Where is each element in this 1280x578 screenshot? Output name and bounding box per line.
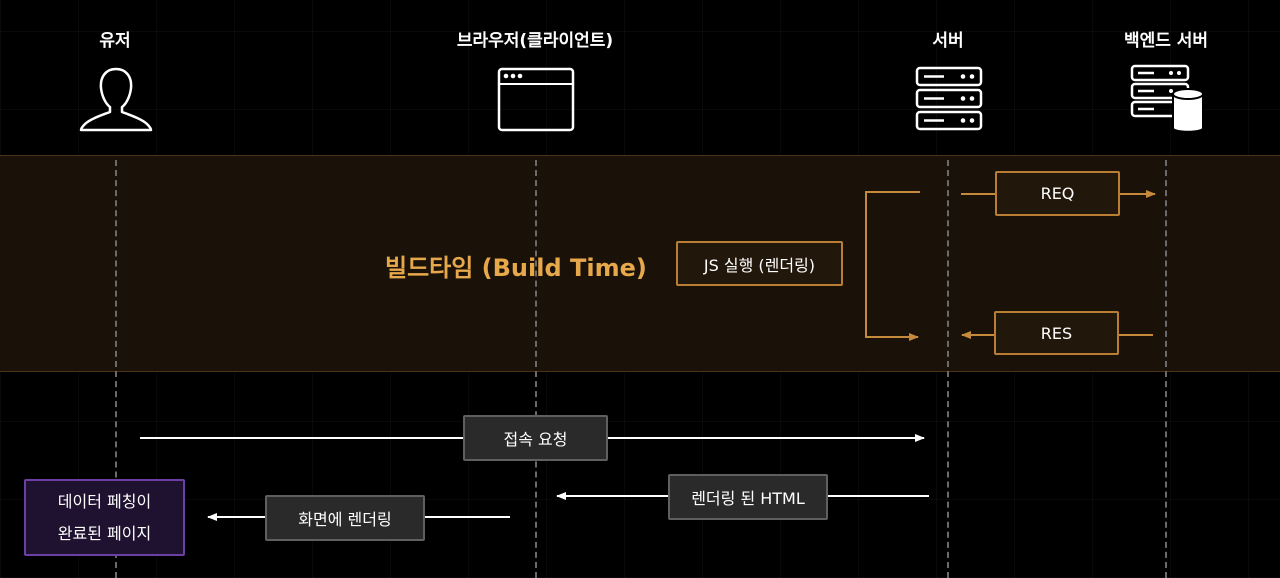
result-line-2: 완료된 페이지 — [57, 523, 152, 543]
js-exec-label: JS 실행 (렌더링) — [703, 255, 816, 275]
req-label: REQ — [1040, 184, 1075, 203]
js-bracket-arrow — [865, 191, 920, 341]
actor-label-browser: 브라우저(클라이언트) — [456, 31, 614, 51]
req-box: REQ — [995, 171, 1120, 216]
access-request-box: 접속 요청 — [463, 415, 608, 461]
result-line-1: 데이터 페칭이 — [57, 491, 152, 511]
backend-database-icon — [1130, 64, 1204, 133]
server-icon — [915, 66, 983, 131]
lifeline-backend — [1165, 160, 1167, 578]
actor-label-backend: 백엔드 서버 — [1123, 31, 1209, 51]
res-label: RES — [1040, 323, 1073, 343]
actor-label-user: 유저 — [99, 31, 131, 51]
access-request-label: 접속 요청 — [503, 430, 568, 449]
user-icon — [79, 67, 153, 132]
lifeline-user — [115, 160, 117, 578]
res-box: RES — [994, 311, 1119, 355]
rendered-html-label: 렌더링 된 HTML — [691, 489, 805, 508]
result-page-box: 데이터 페칭이 완료된 페이지 — [24, 479, 185, 556]
lifeline-browser — [535, 160, 537, 578]
browser-window-icon — [497, 67, 575, 132]
lifeline-server — [947, 160, 949, 578]
screen-render-box: 화면에 렌더링 — [265, 495, 425, 541]
js-exec-box: JS 실행 (렌더링) — [676, 241, 843, 286]
actor-label-server: 서버 — [932, 31, 964, 51]
build-time-title: 빌드타임 (Build Time) — [385, 254, 647, 282]
rendered-html-box: 렌더링 된 HTML — [668, 474, 828, 520]
screen-render-label: 화면에 렌더링 — [298, 510, 392, 529]
